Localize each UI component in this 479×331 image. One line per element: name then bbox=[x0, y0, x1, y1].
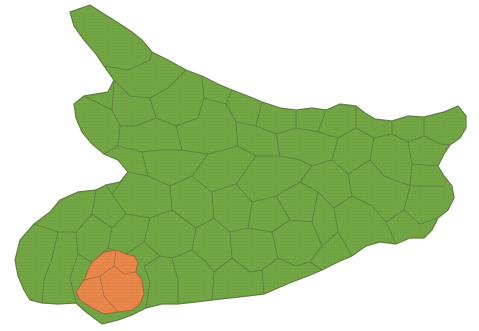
district-border bbox=[255, 109, 297, 135]
district-border bbox=[175, 125, 239, 155]
district-border bbox=[191, 155, 257, 193]
district-border bbox=[317, 105, 357, 139]
district-border bbox=[355, 120, 393, 139]
district-border bbox=[331, 137, 371, 175]
district-border bbox=[229, 231, 263, 273]
highlighted-district-inner-border bbox=[83, 249, 137, 313]
district-border bbox=[391, 116, 425, 143]
district-border bbox=[171, 257, 179, 305]
district-border bbox=[347, 173, 387, 223]
district-border bbox=[143, 209, 173, 257]
district-border bbox=[149, 75, 205, 127]
state-texture bbox=[15, 5, 466, 324]
district-border bbox=[423, 135, 451, 146]
district-border bbox=[369, 137, 411, 187]
highlighted-district-texture bbox=[76, 250, 144, 314]
district-border bbox=[117, 145, 183, 153]
district-border bbox=[143, 255, 161, 309]
district-border bbox=[103, 51, 153, 71]
district-border bbox=[403, 185, 439, 225]
district-border bbox=[275, 191, 319, 223]
district-border bbox=[235, 121, 281, 157]
district-boundaries bbox=[33, 51, 451, 309]
district-border bbox=[69, 253, 79, 304]
district-border bbox=[275, 133, 313, 167]
district-border bbox=[225, 101, 263, 127]
district-border bbox=[83, 95, 113, 111]
district-border bbox=[235, 181, 301, 203]
district-border bbox=[41, 231, 59, 304]
district-border bbox=[211, 191, 249, 233]
district-border bbox=[333, 195, 353, 257]
district-border bbox=[147, 153, 209, 187]
